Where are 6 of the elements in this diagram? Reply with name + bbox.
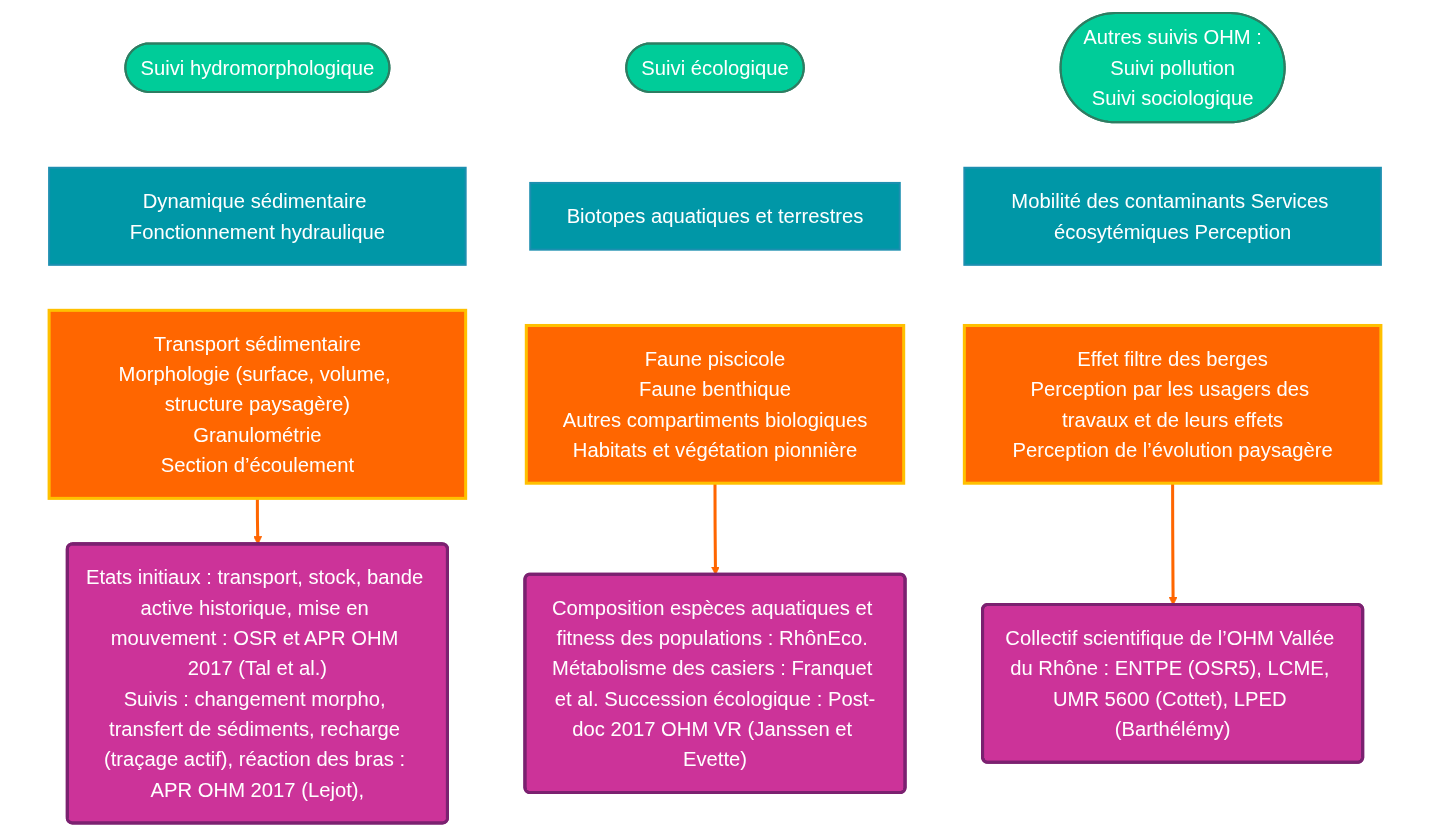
node-box: Mobilité des contaminants Services écosytémiques Perception <box>963 166 1382 266</box>
node-box: Biotopes aquatiques et terrestres <box>529 181 901 251</box>
node-box: Dynamique sédimentaire Fonctionnement hydraulique <box>48 166 467 266</box>
node-box: Faune piscicole Faune benthique Autres compartiments biologiques Habitats et végétation pionnière <box>524 323 906 485</box>
node-box: Effet filtre des berges Perception par les usagers des travaux et de leurs effets Perception de l’évolution paysagère <box>962 323 1383 485</box>
node-box: Transport sédimentaire Morphologie (surface, volume, structure paysagère) Granulométrie Section d’écoulement <box>47 308 468 500</box>
